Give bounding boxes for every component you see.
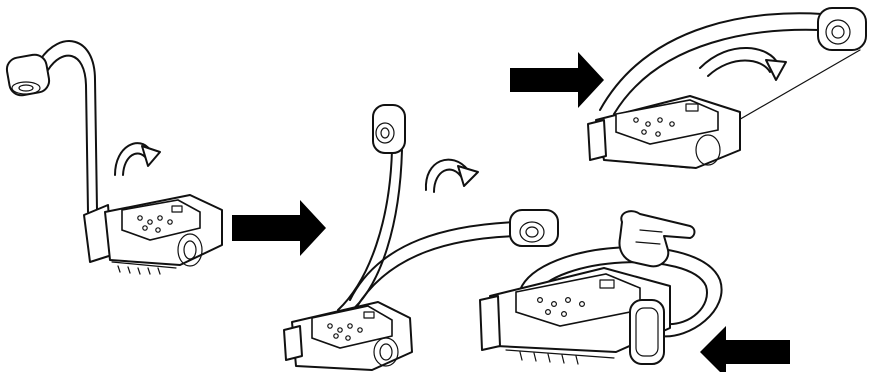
camera-head-upper — [373, 105, 405, 153]
camera-base — [588, 96, 740, 168]
rotate-arrow-icon — [115, 143, 160, 175]
hand-icon — [620, 211, 695, 266]
camera-base — [284, 302, 412, 370]
left-arrow-icon — [700, 326, 790, 372]
rotate-arrow-icon — [700, 48, 786, 80]
camera-head — [818, 8, 866, 50]
rotate-arrow-icon — [426, 160, 478, 192]
step-3-camera-folded — [510, 8, 866, 168]
camera-base — [105, 195, 222, 274]
camera-head — [630, 300, 664, 364]
camera-head — [5, 53, 51, 97]
camera-head-lower — [510, 210, 558, 246]
right-arrow-icon — [232, 200, 326, 256]
right-arrow-icon — [510, 52, 604, 108]
step-1-camera-arm-raised — [5, 41, 222, 274]
